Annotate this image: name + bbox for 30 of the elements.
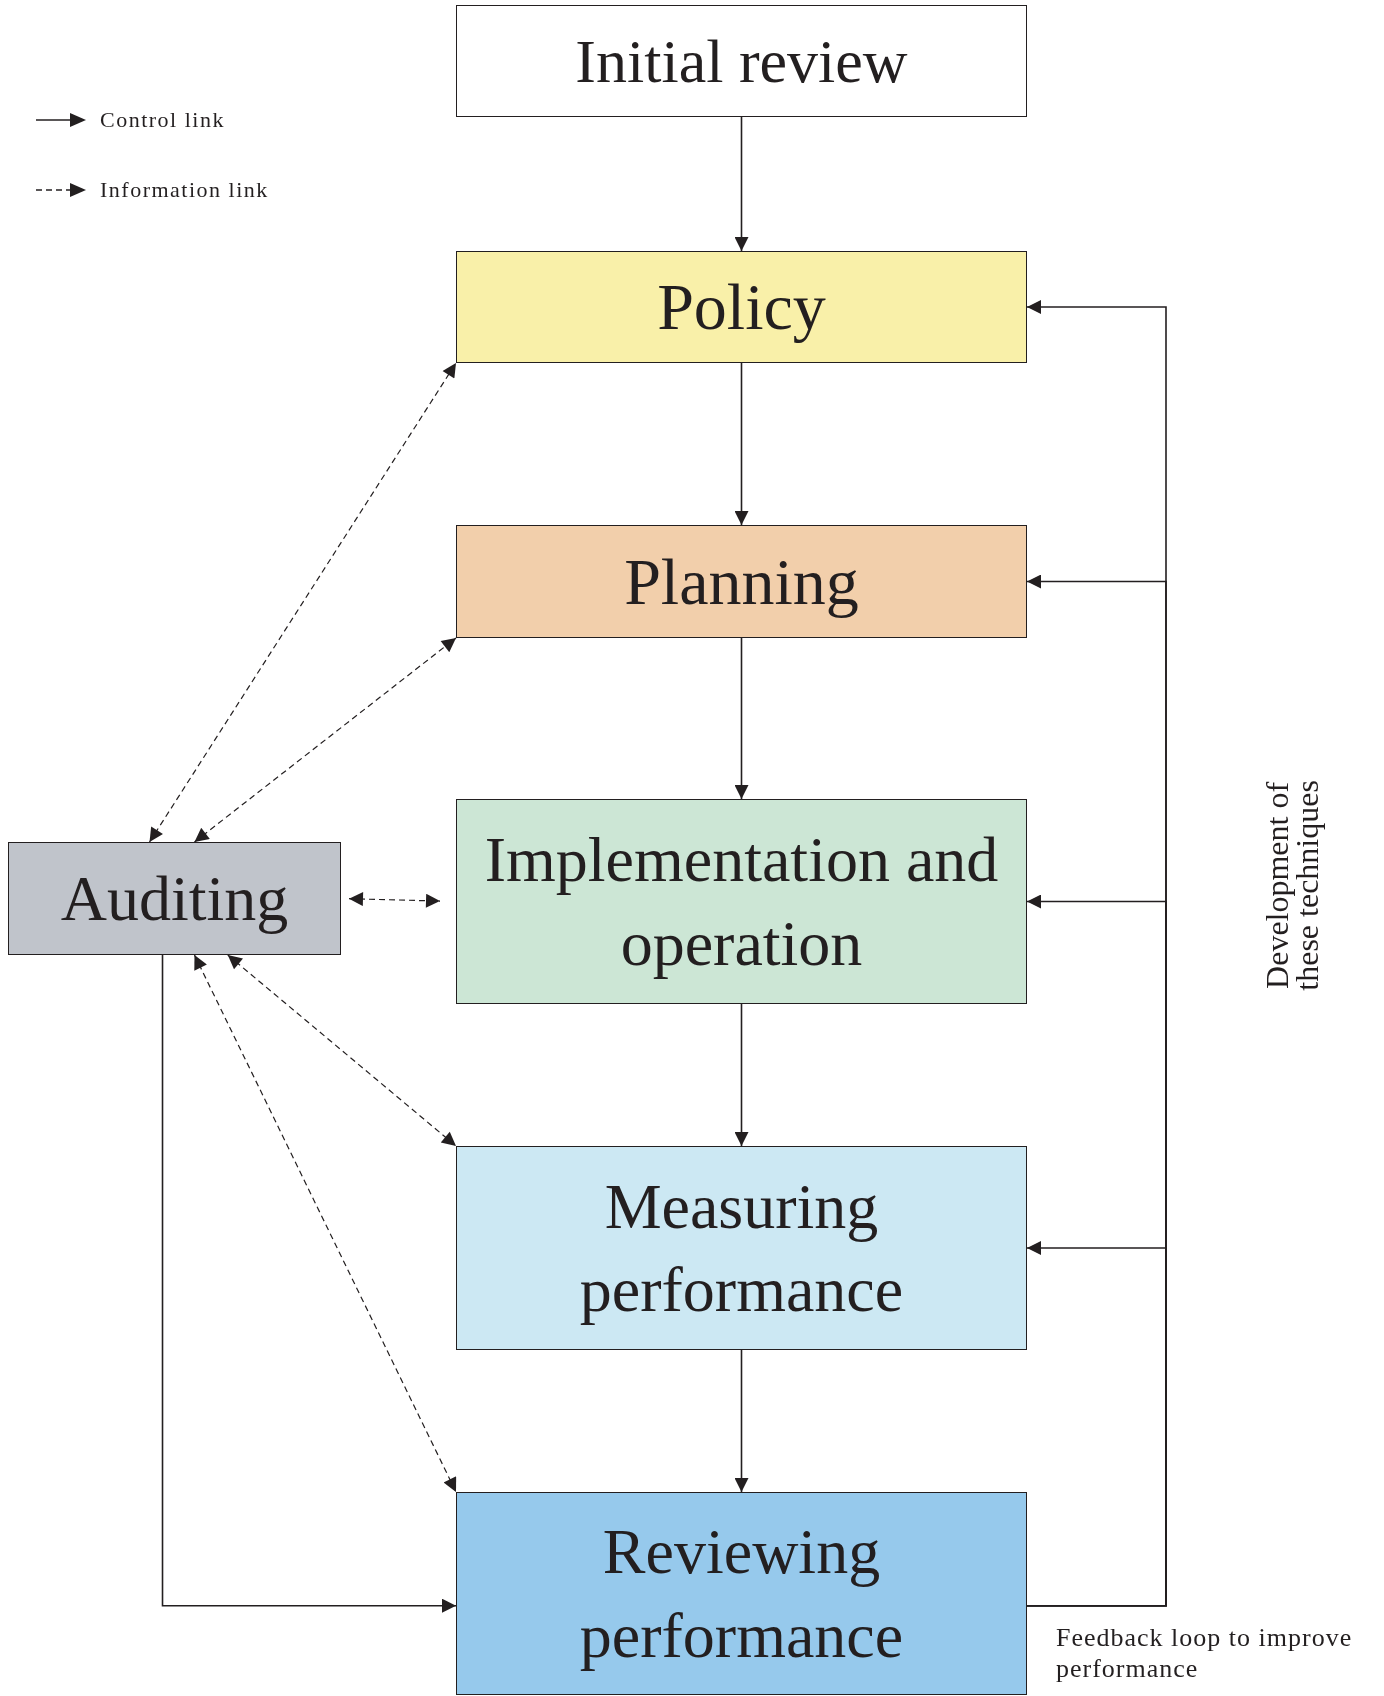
process-box [456, 1146, 1027, 1350]
process-box [456, 525, 1027, 638]
arrow [734, 116, 749, 252]
box-label: Measuring performance [578, 1169, 905, 1327]
note-text: Development of these techniques [1261, 779, 1323, 993]
box-label: Implementation and operation [483, 823, 1000, 981]
legend-label: Control link [100, 107, 225, 133]
process-box [456, 799, 1027, 1004]
arrow [161, 954, 457, 1613]
arrow [193, 637, 457, 843]
arrow [1026, 1241, 1167, 1607]
process-box [456, 5, 1027, 117]
legend-label: Information link [100, 177, 269, 203]
arrow [148, 362, 457, 843]
arrow [734, 1003, 749, 1147]
arrow [227, 954, 457, 1147]
process-box [8, 842, 341, 955]
process-box [456, 1492, 1027, 1695]
arrow [734, 637, 749, 800]
box-label: Initial review [575, 25, 908, 97]
arrow [734, 1349, 749, 1493]
process-box [456, 251, 1027, 363]
arrow [734, 362, 749, 526]
box-label: Auditing [60, 861, 289, 936]
note-text: Feedback loop to improve performance [1056, 1622, 1354, 1685]
box-label: Reviewing performance [578, 1515, 905, 1673]
box-label: Planning [624, 543, 859, 620]
arrow [193, 954, 457, 1493]
box-label: Policy [657, 269, 826, 346]
arrow [348, 892, 441, 908]
